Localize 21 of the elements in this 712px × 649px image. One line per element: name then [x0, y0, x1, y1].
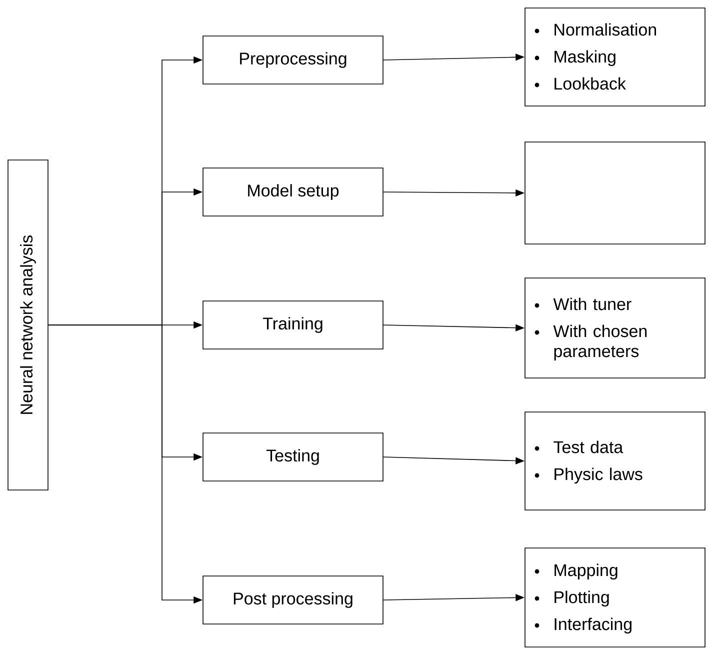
list-box — [524, 412, 706, 510]
process-box: Testing — [202, 432, 384, 482]
list-box — [524, 548, 706, 648]
list-item: Lookback — [554, 77, 626, 90]
list-item: Test data — [554, 440, 624, 454]
process-box: Model setup — [202, 168, 384, 216]
list-box — [524, 278, 706, 378]
list-item: Normalisation — [554, 23, 656, 36]
list-item: With chosen parameters — [553, 324, 647, 361]
list-item: Plotting — [554, 590, 609, 607]
list-item: With tuner — [553, 298, 632, 310]
process-box: Preprocessing — [202, 36, 384, 84]
process-box: Training — [202, 300, 384, 350]
list-box — [524, 8, 706, 106]
process-box: Neural network analysis — [8, 160, 48, 490]
process-box: Post processing — [202, 576, 384, 624]
list-item: Masking — [554, 50, 616, 66]
empty-box — [524, 142, 706, 244]
list-item: Physic laws — [554, 468, 642, 484]
list-item: Interfacing — [554, 618, 632, 634]
list-item: Mapping — [554, 564, 618, 580]
